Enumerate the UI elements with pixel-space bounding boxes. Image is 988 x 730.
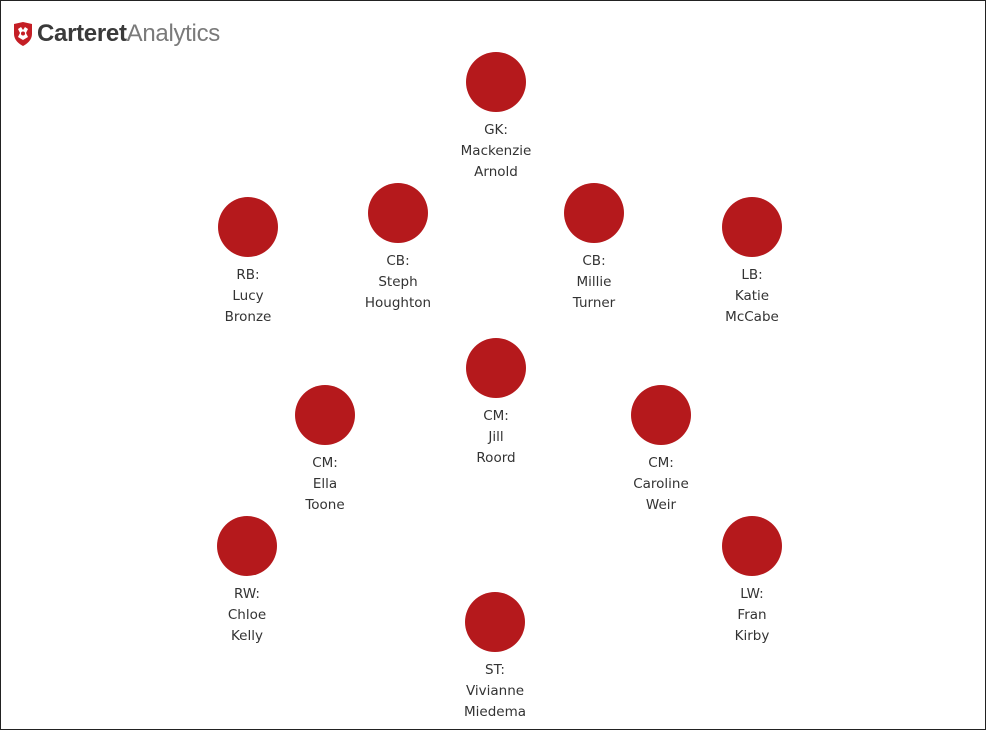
player-last-name: Houghton <box>364 295 432 311</box>
player-first-name: Caroline <box>633 476 689 492</box>
player-last-name: Bronze <box>224 309 272 325</box>
player-position: GK: <box>484 122 508 138</box>
player-position: RW: <box>234 586 260 602</box>
player-marker[interactable] <box>368 183 428 243</box>
player-first-name: Lucy <box>232 288 264 304</box>
player-position: CM: <box>648 455 674 471</box>
player-marker[interactable] <box>722 197 782 257</box>
brand-logo: CarteretAnalytics <box>12 21 220 47</box>
player-marker[interactable] <box>722 516 782 576</box>
player-last-name: Arnold <box>474 164 518 180</box>
player-last-name: McCabe <box>725 309 779 325</box>
player-label: CB: Steph Houghton <box>343 251 453 314</box>
player-marker[interactable] <box>564 183 624 243</box>
player-first-name: Chloe <box>227 607 267 623</box>
player-marker[interactable] <box>217 516 277 576</box>
player-node-cm-weir[interactable]: CM: Caroline Weir <box>606 385 716 516</box>
player-first-name: Vivianne <box>465 683 525 699</box>
player-marker[interactable] <box>295 385 355 445</box>
shield-crest-icon <box>14 22 32 46</box>
player-position: LW: <box>740 586 764 602</box>
player-last-name: Turner <box>572 295 616 311</box>
player-node-st[interactable]: ST: Vivianne Miedema <box>440 592 550 723</box>
player-first-name: Ella <box>312 476 338 492</box>
player-node-cb-turner[interactable]: CB: Millie Turner <box>539 183 649 314</box>
player-first-name: Fran <box>737 607 767 623</box>
player-marker[interactable] <box>631 385 691 445</box>
player-label: RB: Lucy Bronze <box>193 265 303 328</box>
player-marker[interactable] <box>218 197 278 257</box>
brand-name-light: Analytics <box>126 20 221 47</box>
player-node-lb[interactable]: LB: Katie McCabe <box>697 197 807 328</box>
player-first-name: Jill <box>488 429 504 445</box>
player-label: GK: Mackenzie Arnold <box>441 120 551 183</box>
player-node-lw[interactable]: LW: Fran Kirby <box>697 516 807 647</box>
brand-name-bold: Carteret <box>37 20 127 47</box>
player-last-name: Kirby <box>734 628 770 644</box>
player-first-name: Mackenzie <box>460 143 532 159</box>
player-label: LB: Katie McCabe <box>697 265 807 328</box>
player-last-name: Toone <box>305 497 345 513</box>
player-label: ST: Vivianne Miedema <box>440 660 550 723</box>
player-position: LB: <box>741 267 763 283</box>
player-label: RW: Chloe Kelly <box>192 584 302 647</box>
player-label: CB: Millie Turner <box>539 251 649 314</box>
player-marker[interactable] <box>466 338 526 398</box>
player-first-name: Katie <box>734 288 770 304</box>
player-first-name: Steph <box>378 274 418 290</box>
player-node-rw[interactable]: RW: Chloe Kelly <box>192 516 302 647</box>
player-last-name: Roord <box>476 450 516 466</box>
player-node-gk[interactable]: GK: Mackenzie Arnold <box>441 52 551 183</box>
player-label: LW: Fran Kirby <box>697 584 807 647</box>
player-node-rb[interactable]: RB: Lucy Bronze <box>193 197 303 328</box>
player-position: CB: <box>582 253 606 269</box>
player-label: CM: Caroline Weir <box>606 453 716 516</box>
player-last-name: Weir <box>645 497 677 513</box>
player-position: CB: <box>386 253 410 269</box>
player-first-name: Millie <box>576 274 612 290</box>
player-marker[interactable] <box>465 592 525 652</box>
player-marker[interactable] <box>466 52 526 112</box>
player-last-name: Kelly <box>231 628 263 644</box>
player-node-cm-roord[interactable]: CM: Jill Roord <box>441 338 551 469</box>
player-position: CM: <box>483 408 509 424</box>
player-last-name: Miedema <box>463 704 526 720</box>
player-position: RB: <box>236 267 260 283</box>
player-node-cb-houghton[interactable]: CB: Steph Houghton <box>343 183 453 314</box>
player-node-cm-toone[interactable]: CM: Ella Toone <box>270 385 380 516</box>
player-position: CM: <box>312 455 338 471</box>
player-position: ST: <box>485 662 505 678</box>
player-label: CM: Jill Roord <box>441 406 551 469</box>
player-label: CM: Ella Toone <box>270 453 380 516</box>
